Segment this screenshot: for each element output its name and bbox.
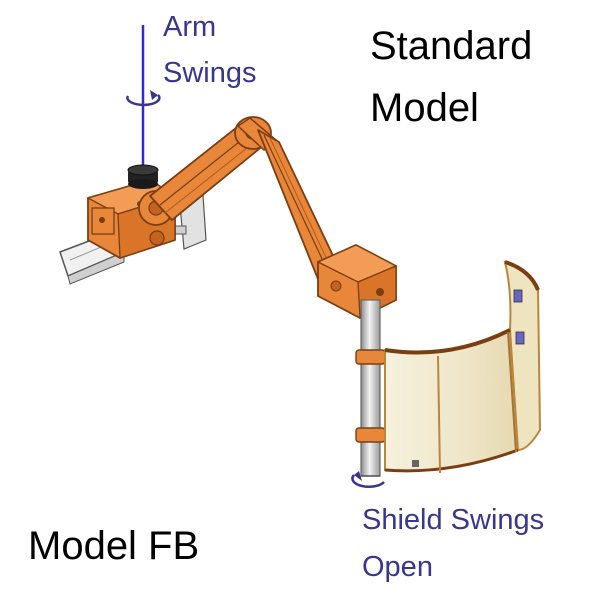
- curved-shield: [384, 260, 542, 474]
- vertical-post: [355, 299, 386, 477]
- arm-swings-label-line1: Arm: [163, 11, 217, 43]
- model-name-label: Model FB: [28, 524, 200, 568]
- pivot-knob: [127, 164, 159, 189]
- title-line-standard: Standard: [370, 24, 533, 68]
- rotation-arrow-icon: [351, 471, 385, 489]
- shield-swings-label-line1: Shield Swings: [362, 504, 545, 536]
- shield-swings-label-line2: Open: [362, 551, 433, 583]
- rotation-arrow-icon: [126, 90, 161, 107]
- arm-swings-label-line2: Swings: [163, 57, 257, 89]
- wrist-block: [316, 244, 398, 320]
- title-line-model: Model: [370, 86, 479, 130]
